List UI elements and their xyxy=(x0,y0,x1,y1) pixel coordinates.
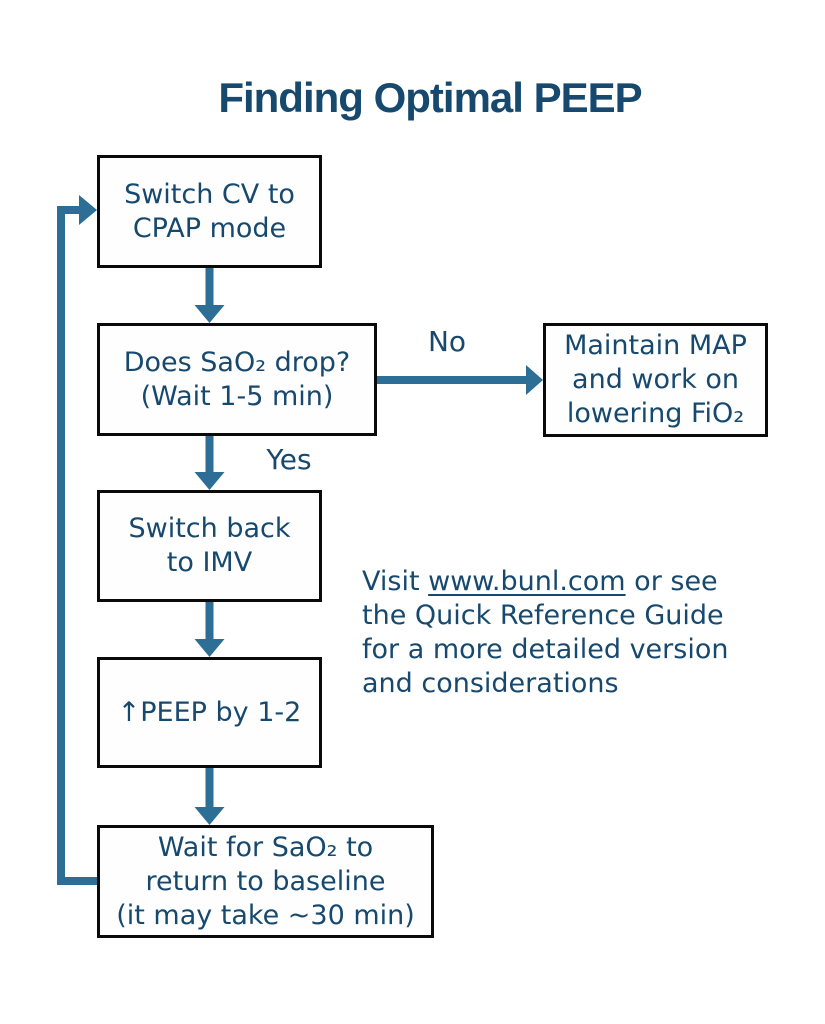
note-link-url: www.bunl.com xyxy=(428,566,626,597)
flow-box-switch-cv-to-cpap: Switch CV to CPAP mode xyxy=(97,155,322,268)
edge-label-no: No xyxy=(427,325,467,358)
arrow-yes-to-switch-back xyxy=(194,436,225,490)
note-prefix: Visit xyxy=(362,566,429,597)
edge-label-yes: Yes xyxy=(266,443,312,476)
flow-box-increase-peep: ↑PEEP by 1-2 xyxy=(97,657,322,768)
flow-box-label: Wait for SaO₂ to return to baseline (it … xyxy=(116,831,415,931)
flow-box-label: Switch back to IMV xyxy=(128,513,291,578)
arrow-peep-to-wait xyxy=(194,768,225,825)
flow-box-maintain-map: Maintain MAP and work on lowering FiO₂ xyxy=(543,323,768,437)
flow-box-wait-sao2-baseline: Wait for SaO₂ to return to baseline (it … xyxy=(97,825,434,938)
page-title: Finding Optimal PEEP xyxy=(218,74,642,121)
flow-box-label: ↑PEEP by 1-2 xyxy=(117,696,302,728)
note-suffix: or see the Quick Reference Guide for a m… xyxy=(362,566,729,699)
flow-box-label: Switch CV to CPAP mode xyxy=(124,178,295,244)
arrow-cpap-to-sao2-drop xyxy=(194,268,225,323)
note-text: Visit www.bunl.com or see the Quick Refe… xyxy=(362,565,757,701)
flow-box-switch-back-to-imv: Switch back to IMV xyxy=(97,490,322,602)
flow-box-does-sao2-drop: Does SaO₂ drop? (Wait 1-5 min) xyxy=(97,323,377,436)
arrow-imv-to-peep xyxy=(194,602,225,657)
flow-box-label: Maintain MAP and work on lowering FiO₂ xyxy=(564,330,747,429)
flow-box-label: Does SaO₂ drop? (Wait 1-5 min) xyxy=(123,346,351,412)
arrow-no-to-maintain-map xyxy=(377,365,543,395)
arrow-loop-back-to-start xyxy=(57,195,99,885)
